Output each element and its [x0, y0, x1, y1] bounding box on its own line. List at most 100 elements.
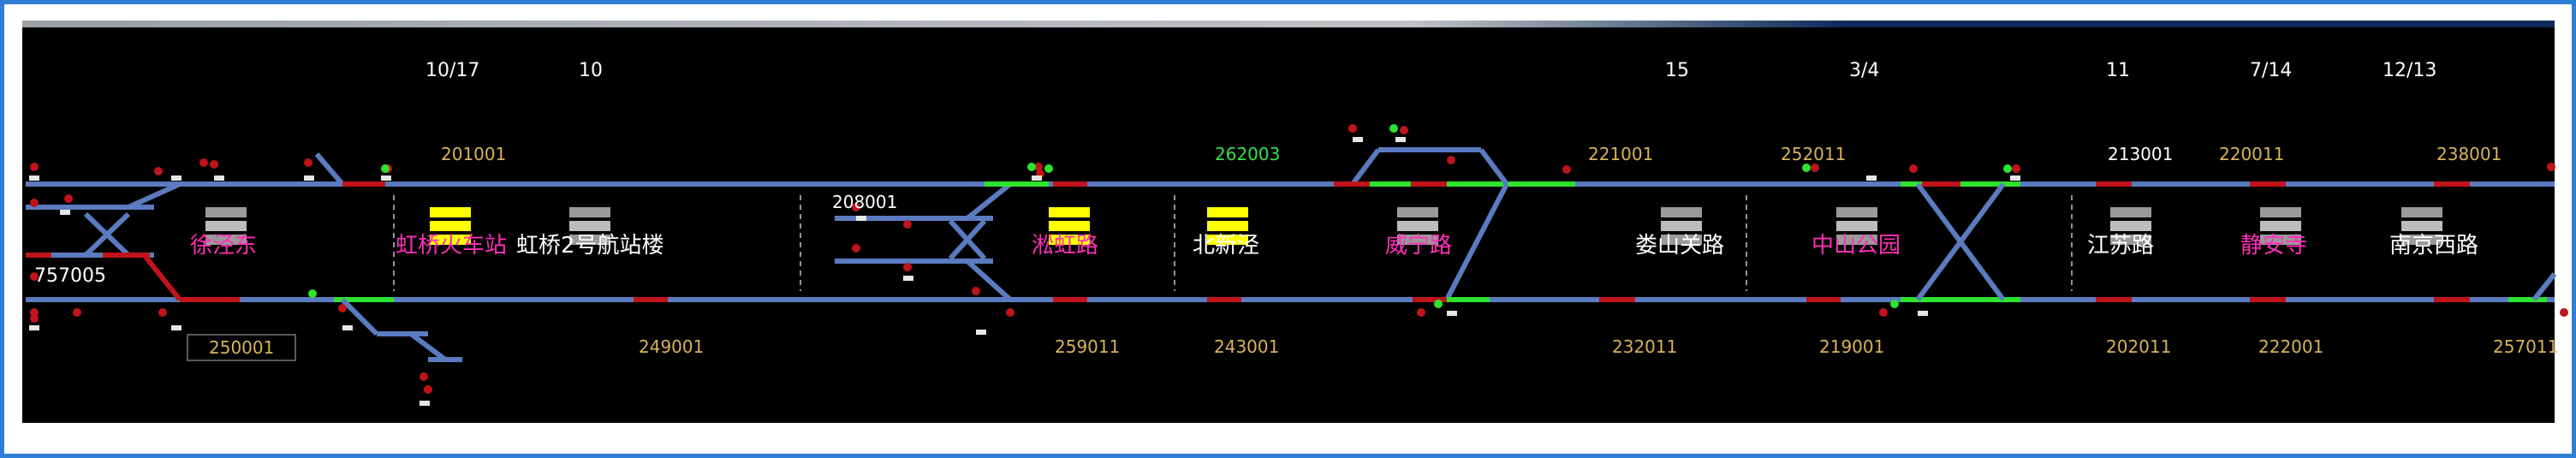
block-id-label[interactable]: 232011: [1612, 336, 1678, 357]
signal-light[interactable]: [903, 263, 912, 271]
signal-light[interactable]: [2003, 164, 2012, 173]
block-id-label[interactable]: 259011: [1055, 336, 1121, 357]
branch-track[interactable]: [409, 331, 447, 362]
block-id-label[interactable]: 219001: [1819, 336, 1885, 357]
signal-light[interactable]: [1034, 163, 1043, 171]
signal-light[interactable]: [1802, 164, 1811, 172]
station-name[interactable]: 徐泾东: [190, 233, 258, 259]
signal-light[interactable]: [1027, 163, 1036, 171]
signal-light[interactable]: [304, 158, 312, 167]
signal-light[interactable]: [338, 304, 347, 312]
block-id-label[interactable]: 220011: [2219, 144, 2285, 164]
platform-marker[interactable]: [1836, 207, 1877, 245]
platform-bar: [1661, 235, 1702, 245]
signal-light[interactable]: [308, 289, 317, 298]
signal-light[interactable]: [64, 194, 73, 203]
signal-light[interactable]: [199, 158, 208, 167]
block-id-label[interactable]: 243001: [1214, 336, 1280, 357]
block-id-label[interactable]: 208001: [832, 192, 898, 212]
signal-light[interactable]: [419, 372, 428, 381]
block-id-label[interactable]: 257011: [2493, 336, 2559, 357]
signal-light[interactable]: [1890, 300, 1899, 308]
station-name[interactable]: 威宁路: [1385, 233, 1453, 259]
signal-light[interactable]: [30, 308, 39, 317]
station-name[interactable]: 南京西路: [2389, 233, 2479, 259]
station-name[interactable]: 娄山关路: [1635, 233, 1725, 259]
signal-light[interactable]: [1389, 124, 1398, 133]
branch-track[interactable]: [314, 152, 345, 186]
scissors-crossover[interactable]: [1915, 182, 2006, 301]
station-name[interactable]: 江苏路: [2087, 233, 2155, 259]
signal-light[interactable]: [154, 167, 163, 175]
platform-marker[interactable]: [1661, 207, 1702, 245]
signal-light[interactable]: [852, 203, 860, 211]
signal-light[interactable]: [381, 164, 390, 173]
block-id-label[interactable]: 213001: [2108, 144, 2174, 164]
block-id-label[interactable]: 249001: [639, 336, 705, 357]
signal-light[interactable]: [1400, 126, 1408, 134]
platform-bar: [1836, 221, 1877, 231]
platform-marker[interactable]: [1397, 207, 1438, 245]
signal-light[interactable]: [1562, 165, 1571, 174]
switch-track-occupied[interactable]: [143, 255, 182, 301]
signal-light[interactable]: [852, 244, 860, 253]
block-id-label[interactable]: 221001: [1588, 144, 1654, 164]
block-id-label[interactable]: 201001: [441, 144, 507, 164]
train-id-label[interactable]: 757005: [34, 265, 106, 287]
signal-light[interactable]: [158, 308, 167, 317]
platform-marker[interactable]: [2401, 207, 2442, 245]
branch-track[interactable]: [1350, 148, 1381, 186]
signal-light[interactable]: [30, 163, 39, 171]
switch-track[interactable]: [965, 259, 1013, 302]
signal-light[interactable]: [2012, 164, 2020, 173]
platform-marker[interactable]: [2110, 207, 2151, 245]
signal-light[interactable]: [972, 287, 980, 295]
platform-marker[interactable]: [1049, 207, 1090, 245]
switch-track[interactable]: [127, 181, 181, 210]
block-id-label[interactable]: 252011: [1781, 144, 1847, 164]
signal-light[interactable]: [1417, 308, 1425, 317]
station-name[interactable]: 北新泾: [1193, 233, 1260, 259]
station-name[interactable]: 中山公园: [1812, 233, 1901, 259]
platform-marker[interactable]: [205, 207, 247, 245]
platform-bar: [2110, 221, 2151, 231]
station-name[interactable]: 虹桥2号航站楼: [516, 233, 664, 259]
signal-light[interactable]: [30, 314, 39, 323]
station-name[interactable]: 淞虹路: [1032, 233, 1099, 259]
crossover-track[interactable]: [1444, 182, 1509, 301]
signal-light[interactable]: [424, 385, 432, 394]
signal-light[interactable]: [30, 272, 39, 281]
block-id-label[interactable]: 262003: [1215, 144, 1281, 164]
signal-light[interactable]: [30, 199, 39, 207]
signal-light[interactable]: [1909, 164, 1918, 173]
platform-bar: [1049, 235, 1090, 245]
signal-light[interactable]: [1348, 124, 1357, 133]
signal-light[interactable]: [210, 160, 218, 169]
block-id-label[interactable]: 250001: [187, 334, 297, 361]
signal-light[interactable]: [1006, 308, 1014, 317]
signal-light[interactable]: [1044, 164, 1053, 173]
switch-track[interactable]: [966, 181, 1012, 221]
station-name[interactable]: 静安寺: [2240, 233, 2308, 259]
signal-light[interactable]: [903, 220, 912, 229]
signal-light[interactable]: [2560, 308, 2568, 317]
platform-marker[interactable]: [569, 207, 610, 245]
branch-track[interactable]: [1478, 148, 1509, 186]
switch-track[interactable]: [2531, 272, 2557, 301]
crossover-track[interactable]: [948, 218, 987, 261]
signal-light[interactable]: [1434, 300, 1443, 308]
station-name[interactable]: 虹桥火车站: [396, 233, 508, 259]
signal-light[interactable]: [1879, 308, 1888, 317]
signal-light[interactable]: [73, 308, 81, 317]
signal-light[interactable]: [2547, 163, 2555, 171]
platform-marker[interactable]: [1207, 207, 1248, 245]
block-id-label[interactable]: 238001: [2436, 144, 2502, 164]
signal-light[interactable]: [1811, 164, 1819, 172]
crossover-track[interactable]: [83, 211, 131, 258]
platform-marker[interactable]: [430, 207, 471, 245]
block-id-label[interactable]: 202011: [2106, 336, 2172, 357]
block-id-label[interactable]: 222001: [2258, 336, 2324, 357]
branch-track[interactable]: [340, 297, 379, 336]
platform-marker[interactable]: [2260, 207, 2301, 245]
signal-light[interactable]: [1447, 156, 1455, 164]
